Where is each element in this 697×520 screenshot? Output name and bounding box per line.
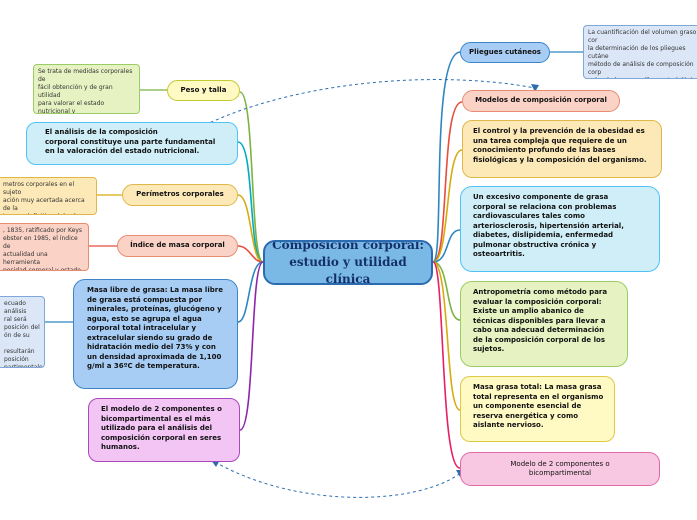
imc-node[interactable]: Índice de masa corporal [117, 235, 238, 257]
modelo-2-text: El modelo de 2 componentes o bicompartim… [101, 405, 222, 451]
link-imc [237, 245, 264, 263]
relation-analisis-modelos [204, 79, 536, 126]
central-topic[interactable]: Composición corporal: estudio y utilidad… [263, 240, 433, 285]
link-exceso [432, 229, 461, 263]
masa-libre-note-text: ecuado análisis ral será posición del ón… [4, 300, 45, 368]
masa-grasa-node[interactable]: Masa grasa total: La masa grasa total re… [460, 376, 615, 442]
modelos-node[interactable]: Modelos de composición corporal [462, 90, 620, 112]
central-topic-label: Composición corporal: estudio y utilidad… [272, 240, 424, 285]
link-masa-libre [237, 261, 264, 323]
modelos-label: Modelos de composición corporal [475, 96, 607, 105]
relation-modelo2-modelobi [214, 461, 463, 498]
masa-grasa-text: Masa grasa total: La masa grasa total re… [473, 383, 604, 429]
exceso-text: Un excesivo componente de grasa corporal… [473, 193, 624, 258]
link-analisis [237, 141, 264, 263]
link-masa-grasa [432, 261, 461, 411]
imc-note-text: , 1835, ratificado por Keys ebster en 19… [3, 227, 83, 271]
control-node[interactable]: El control y la prevención de la obesida… [462, 120, 662, 178]
link-modelos [432, 101, 463, 263]
perimetros-note-text: metros corporales en el sujeto ación muy… [3, 181, 93, 214]
perimetros-label: Perímetros corporales [136, 190, 224, 199]
masa-libre-text: Masa libre de grasa: La masa libre de gr… [87, 286, 223, 370]
relation-arrowhead-1 [531, 84, 539, 92]
link-modelo-bi [432, 261, 461, 469]
link-control [432, 149, 463, 263]
pliegues-label: Pliegues cutáneos [469, 47, 541, 56]
link-perimetros [237, 194, 264, 263]
perimetros-note[interactable]: metros corporales en el sujeto ación muy… [0, 177, 97, 215]
modelo-bi-node[interactable]: Modelo de 2 componentes o bicompartiment… [460, 452, 660, 486]
pliegues-note[interactable]: La cuantificación del volumen graso cor … [583, 25, 697, 79]
peso-talla-node[interactable]: Peso y talla [167, 80, 240, 101]
link-peso [239, 91, 264, 263]
peso-talla-note-text: Se trata de medidas corporales de fácil … [38, 68, 133, 114]
modelo-bi-label: Modelo de 2 componentes o bicompartiment… [510, 459, 610, 478]
link-pliegues [432, 51, 461, 263]
pliegues-node[interactable]: Pliegues cutáneos [460, 42, 550, 63]
perimetros-node[interactable]: Perímetros corporales [122, 184, 238, 206]
pliegues-note-text: La cuantificación del volumen graso cor … [588, 29, 697, 78]
modelo-2-node[interactable]: El modelo de 2 componentes o bicompartim… [88, 398, 240, 462]
imc-note[interactable]: , 1835, ratificado por Keys ebster en 19… [0, 223, 89, 271]
peso-talla-label: Peso y talla [180, 85, 227, 94]
link-modelo-2 [239, 261, 264, 431]
analisis-node[interactable]: El análisis de la composición corporal c… [26, 122, 238, 165]
imc-label: Índice de masa corporal [130, 241, 225, 250]
exceso-node[interactable]: Un excesivo componente de grasa corporal… [460, 186, 660, 272]
peso-talla-note[interactable]: Se trata de medidas corporales de fácil … [33, 64, 140, 114]
link-antropometria [432, 261, 461, 321]
masa-libre-node[interactable]: Masa libre de grasa: La masa libre de gr… [73, 279, 238, 389]
antropometria-text: Antropometría como método para evaluar l… [473, 288, 608, 353]
antropometria-node[interactable]: Antropometría como método para evaluar l… [460, 281, 628, 367]
masa-libre-note[interactable]: ecuado análisis ral será posición del ón… [0, 296, 45, 368]
analisis-text: El análisis de la composición corporal c… [45, 128, 216, 155]
control-text: El control y la prevención de la obesida… [473, 127, 647, 164]
